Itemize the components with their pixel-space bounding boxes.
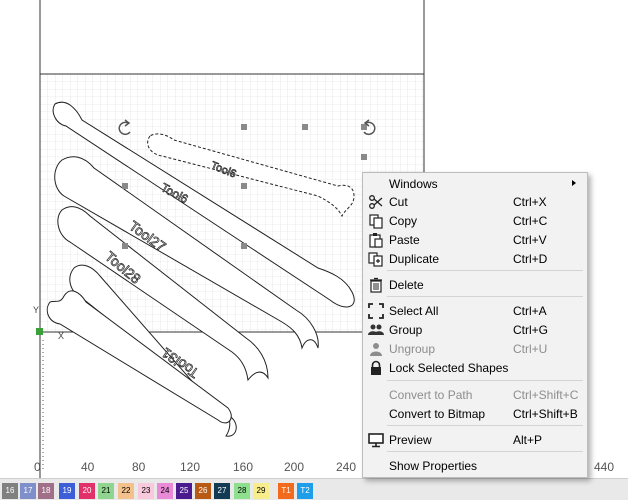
wrench-shape-1[interactable] (52, 101, 355, 308)
menu-item-copy[interactable]: Copy Ctrl+C (364, 211, 586, 230)
wrench-shape-5[interactable] (46, 290, 232, 424)
ruler-label-160: 160 (233, 460, 254, 474)
ruler-label-0: 0 (34, 460, 41, 474)
scissors-icon (368, 194, 384, 210)
palette-swatch-18[interactable]: 18 (38, 483, 54, 499)
palette-swatch-t2[interactable]: T2 (297, 483, 313, 499)
palette-swatch-20[interactable]: 20 (79, 483, 95, 499)
palette-swatch-21[interactable]: 21 (98, 483, 114, 499)
palette-swatch-22[interactable]: 22 (118, 483, 134, 499)
palette-swatch-25[interactable]: 25 (176, 483, 192, 499)
ruler-label-440: 440 (594, 460, 615, 474)
lock-icon (368, 360, 384, 376)
ungroup-icon (368, 341, 384, 357)
menu-separator (387, 425, 583, 426)
menu-item-show-properties[interactable]: Show Properties (389, 459, 478, 473)
ruler-label-80: 80 (132, 460, 146, 474)
palette-swatch-16[interactable]: 16 (2, 483, 18, 499)
selected-wrench-dashed[interactable] (147, 133, 355, 218)
clipboard-icon (368, 232, 384, 248)
copy-icon (368, 213, 384, 229)
wrench-shape-3[interactable] (57, 206, 269, 382)
menu-item-lock-shapes[interactable]: Lock Selected Shapes (364, 358, 586, 377)
palette-swatch-17[interactable]: 17 (20, 483, 36, 499)
palette-swatch-28[interactable]: 28 (234, 483, 250, 499)
wrench-shape-2[interactable] (54, 156, 319, 350)
ruler-label-120: 120 (180, 460, 201, 474)
trash-icon (368, 277, 384, 293)
x-axis-letter: X (58, 331, 65, 341)
palette-swatch-27[interactable]: 27 (214, 483, 230, 499)
group-icon (368, 322, 384, 338)
menu-item-cut[interactable]: Cut Ctrl+X (364, 192, 586, 211)
menu-item-convert-to-path[interactable]: Convert to Path Ctrl+Shift+C (389, 388, 579, 402)
ruler-label-240: 240 (336, 460, 357, 474)
menu-item-convert-to-bitmap[interactable]: Convert to Bitmap Ctrl+Shift+B (389, 407, 578, 421)
rotate-handle-icon[interactable] (363, 119, 376, 136)
y-axis-letter: Y (33, 305, 40, 315)
palette-swatch-19[interactable]: 19 (59, 483, 75, 499)
palette-swatch-24[interactable]: 24 (157, 483, 173, 499)
menu-item-windows[interactable]: Windows (364, 174, 586, 193)
menu-item-group[interactable]: Group Ctrl+G (364, 320, 586, 339)
menu-item-preview[interactable]: Preview Alt+P (364, 430, 586, 449)
menu-separator (387, 451, 583, 452)
selection-handles[interactable] (122, 124, 367, 249)
duplicate-icon (368, 251, 384, 267)
select-all-icon (368, 303, 384, 319)
monitor-icon (368, 432, 384, 448)
menu-separator (387, 270, 583, 271)
menu-item-duplicate[interactable]: Duplicate Ctrl+D (364, 249, 586, 268)
menu-item-select-all[interactable]: Select All Ctrl+A (364, 301, 586, 320)
palette-swatch-23[interactable]: 23 (138, 483, 154, 499)
palette-swatch-26[interactable]: 26 (195, 483, 211, 499)
menu-item-paste[interactable]: Paste Ctrl+V (364, 230, 586, 249)
context-menu: Windows Cut Ctrl+X Copy Ctrl+C Paste Ctr… (362, 172, 588, 478)
menu-item-ungroup[interactable]: Ungroup Ctrl+U (364, 339, 586, 358)
origin-marker (36, 328, 43, 335)
ruler-label-40: 40 (81, 460, 95, 474)
menu-separator (387, 296, 583, 297)
ruler-label-200: 200 (284, 460, 305, 474)
submenu-arrow-icon (572, 180, 576, 186)
palette-swatch-t1[interactable]: T1 (278, 483, 294, 499)
rotate-handle-icon[interactable] (118, 119, 131, 136)
palette-swatch-29[interactable]: 29 (253, 483, 269, 499)
menu-separator (387, 380, 583, 381)
menu-item-delete[interactable]: Delete (364, 275, 586, 294)
